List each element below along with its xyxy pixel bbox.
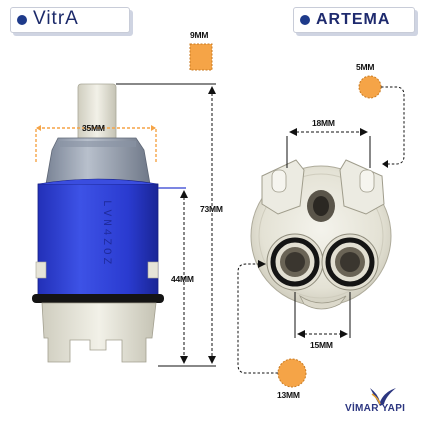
dimension-5mm-circle bbox=[358, 75, 382, 99]
vimar-watermark-text: VİMAR YAPI bbox=[345, 403, 406, 414]
label-73mm: 73MM bbox=[200, 204, 223, 214]
dimension-13mm-circle bbox=[277, 358, 307, 388]
label-44mm: 44MM bbox=[171, 274, 194, 284]
artema-logo-box: ARTEMA bbox=[293, 7, 415, 33]
vimar-bird-icon bbox=[370, 388, 396, 406]
vitra-logo-box: VitrA bbox=[10, 7, 130, 33]
label-13mm: 13MM bbox=[277, 390, 300, 400]
brand-dot-icon bbox=[300, 15, 310, 25]
label-5mm: 5MM bbox=[356, 62, 375, 72]
artema-brand-text: ARTEMA bbox=[316, 11, 391, 28]
cartridge-white-base bbox=[41, 302, 157, 363]
cartridge-side-text: LVN4ZOZ bbox=[100, 200, 112, 267]
vitra-brand-text: VitrA bbox=[33, 8, 79, 29]
cartridge-blue-body bbox=[37, 183, 159, 297]
label-18mm: 18MM bbox=[312, 118, 335, 128]
label-15mm: 15MM bbox=[310, 340, 333, 350]
cartridge-o-ring bbox=[32, 294, 164, 303]
brand-dot-icon bbox=[17, 15, 27, 25]
label-35mm: 35MM bbox=[82, 123, 105, 133]
dimension-35mm-bracket bbox=[35, 127, 157, 162]
dimension-9mm-square bbox=[189, 43, 213, 71]
cartridge-stem bbox=[77, 83, 117, 143]
label-9mm: 9MM bbox=[190, 30, 209, 40]
